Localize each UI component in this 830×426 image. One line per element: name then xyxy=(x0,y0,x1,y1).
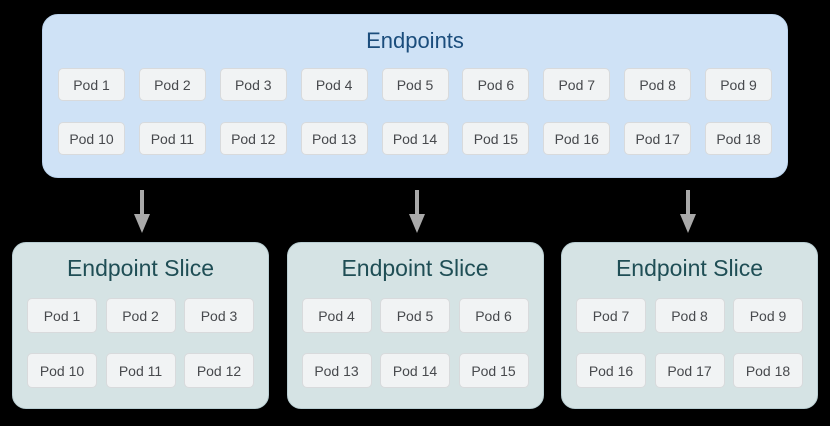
pod-chip: Pod 1 xyxy=(27,298,97,333)
arrow-shaft xyxy=(140,190,144,214)
endpoints-pod-row-2: Pod 10 Pod 11 Pod 12 Pod 13 Pod 14 Pod 15 Pod … xyxy=(43,122,787,155)
pod-chip: Pod 6 xyxy=(458,298,529,333)
pod-chip: Pod 11 xyxy=(138,122,206,155)
pod-chip: Pod 3 xyxy=(184,298,254,333)
pod-chip: Pod 7 xyxy=(543,68,611,101)
pod-chip: Pod 4 xyxy=(301,298,372,333)
pod-chip: Pod 4 xyxy=(300,68,368,101)
pod-chip: Pod 15 xyxy=(458,353,529,388)
arrow-shaft xyxy=(686,190,690,214)
down-arrow-icon xyxy=(409,190,425,233)
pod-chip: Pod 18 xyxy=(705,122,772,155)
pod-chip: Pod 16 xyxy=(543,122,611,155)
pod-chip: Pod 5 xyxy=(381,68,449,101)
arrow-head xyxy=(680,214,696,233)
pod-chip: Pod 17 xyxy=(654,353,725,388)
pod-chip: Pod 11 xyxy=(105,353,176,388)
pod-chip: Pod 10 xyxy=(27,353,97,388)
pod-chip: Pod 2 xyxy=(138,68,206,101)
arrow-head xyxy=(134,214,150,233)
endpoints-pod-row-1: Pod 1 Pod 2 Pod 3 Pod 4 Pod 5 Pod 6 Pod 7 Pod 8… xyxy=(43,68,787,101)
pod-chip: Pod 14 xyxy=(380,353,450,388)
pod-chip: Pod 10 xyxy=(58,122,125,155)
pod-chip: Pod 13 xyxy=(300,122,368,155)
pod-chip: Pod 8 xyxy=(654,298,725,333)
arrow-shaft xyxy=(415,190,419,214)
pod-chip: Pod 18 xyxy=(733,353,803,388)
pod-chip: Pod 12 xyxy=(219,122,287,155)
pod-chip: Pod 5 xyxy=(380,298,450,333)
arrow-head xyxy=(409,214,425,233)
pod-chip: Pod 13 xyxy=(301,353,372,388)
endpoints-title: Endpoints xyxy=(366,28,464,53)
pod-chip: Pod 9 xyxy=(705,68,772,101)
pod-chip: Pod 6 xyxy=(462,68,530,101)
pod-chip: Pod 7 xyxy=(576,298,646,333)
pod-chip: Pod 9 xyxy=(733,298,803,333)
endpoint-slice-title: Endpoint Slice xyxy=(615,255,764,281)
pod-chip: Pod 15 xyxy=(462,122,530,155)
down-arrow-icon xyxy=(134,190,150,233)
endpoints-box: Endpoints Pod 1 Pod 2 Pod 3 Pod 4 Pod 5 Pod 6… xyxy=(42,14,788,178)
pod-chip: Pod 16 xyxy=(576,353,646,388)
pod-chip: Pod 1 xyxy=(58,68,125,101)
pod-chip: Pod 2 xyxy=(105,298,176,333)
pod-chip: Pod 14 xyxy=(381,122,449,155)
pod-chip: Pod 3 xyxy=(219,68,287,101)
pod-chip: Pod 12 xyxy=(184,353,254,388)
endpoint-slice-title: Endpoint Slice xyxy=(66,255,215,281)
pod-chip: Pod 17 xyxy=(624,122,692,155)
down-arrow-icon xyxy=(680,190,696,233)
endpoint-slice-title: Endpoint Slice xyxy=(341,255,489,281)
pod-chip: Pod 8 xyxy=(624,68,692,101)
